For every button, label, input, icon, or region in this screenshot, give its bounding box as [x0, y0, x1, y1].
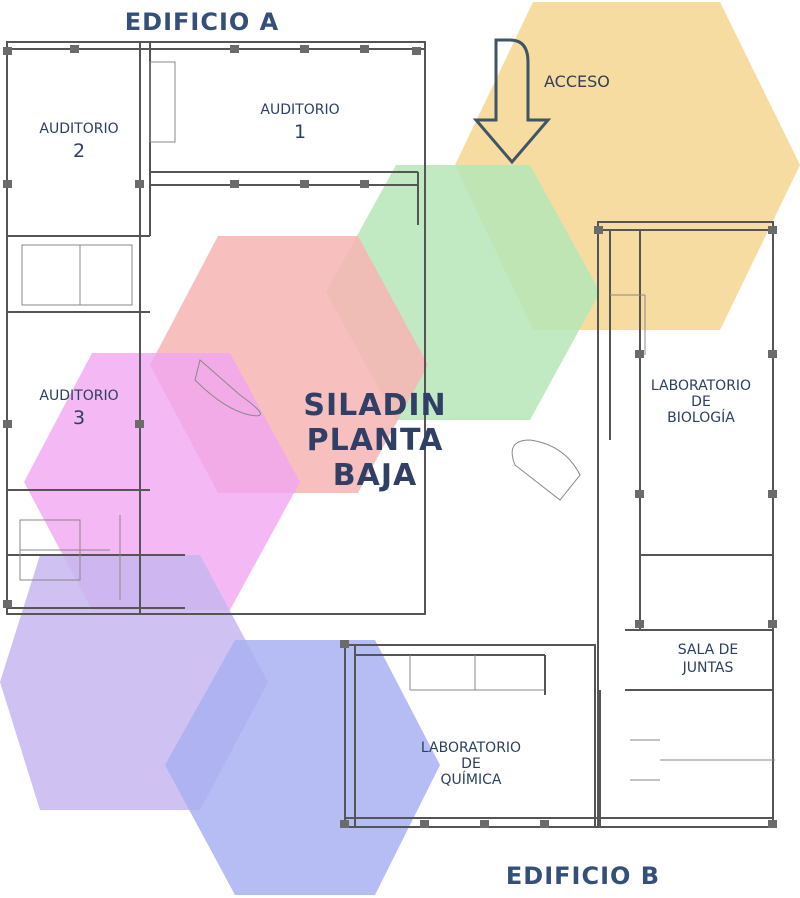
- room-number: 3: [73, 407, 85, 429]
- room-name: AUDITORIO: [260, 102, 339, 118]
- building-b-label: EDIFICIO B: [506, 862, 660, 890]
- room-name-line: JUNTAS: [682, 660, 734, 676]
- ramp-structures: [194, 359, 581, 501]
- room-number: 1: [294, 121, 306, 143]
- room-lab-biologia: LABORATORIO DE BIOLOGÍA: [651, 378, 751, 426]
- title-line-3: BAJA: [333, 458, 417, 493]
- structural-columns: [3, 45, 777, 828]
- building-b-walls: [344, 221, 775, 828]
- room-auditorio-2: AUDITORIO 2: [39, 121, 118, 162]
- room-name-line: DE: [691, 394, 711, 410]
- room-auditorio-1: AUDITORIO 1: [260, 102, 339, 143]
- title-line-1: SILADIN: [303, 388, 446, 423]
- title-line-2: PLANTA: [307, 423, 444, 458]
- building-a-label: EDIFICIO A: [125, 8, 279, 36]
- access-arrow-icon: [472, 38, 552, 165]
- hexagon-magenta: [24, 353, 300, 610]
- room-name: AUDITORIO: [39, 388, 118, 404]
- hexagon-blue: [165, 640, 440, 895]
- room-sala-juntas: SALA DE JUNTAS: [678, 642, 739, 676]
- room-name-line: SALA DE: [678, 642, 739, 658]
- room-name-line: DE: [461, 756, 481, 772]
- page-title: SILADIN PLANTA BAJA: [303, 388, 446, 493]
- room-auditorio-3: AUDITORIO 3: [39, 388, 118, 429]
- room-lab-quimica: LABORATORIO DE QUÍMICA: [421, 740, 521, 788]
- room-name-line: LABORATORIO: [421, 740, 521, 756]
- room-name-line: LABORATORIO: [651, 378, 751, 394]
- room-number: 2: [73, 140, 85, 162]
- room-name-line: BIOLOGÍA: [667, 409, 735, 426]
- room-name: AUDITORIO: [39, 121, 118, 137]
- access-label: ACCESO: [544, 72, 610, 91]
- building-a-walls: [6, 41, 426, 615]
- room-name-line: QUÍMICA: [441, 771, 502, 788]
